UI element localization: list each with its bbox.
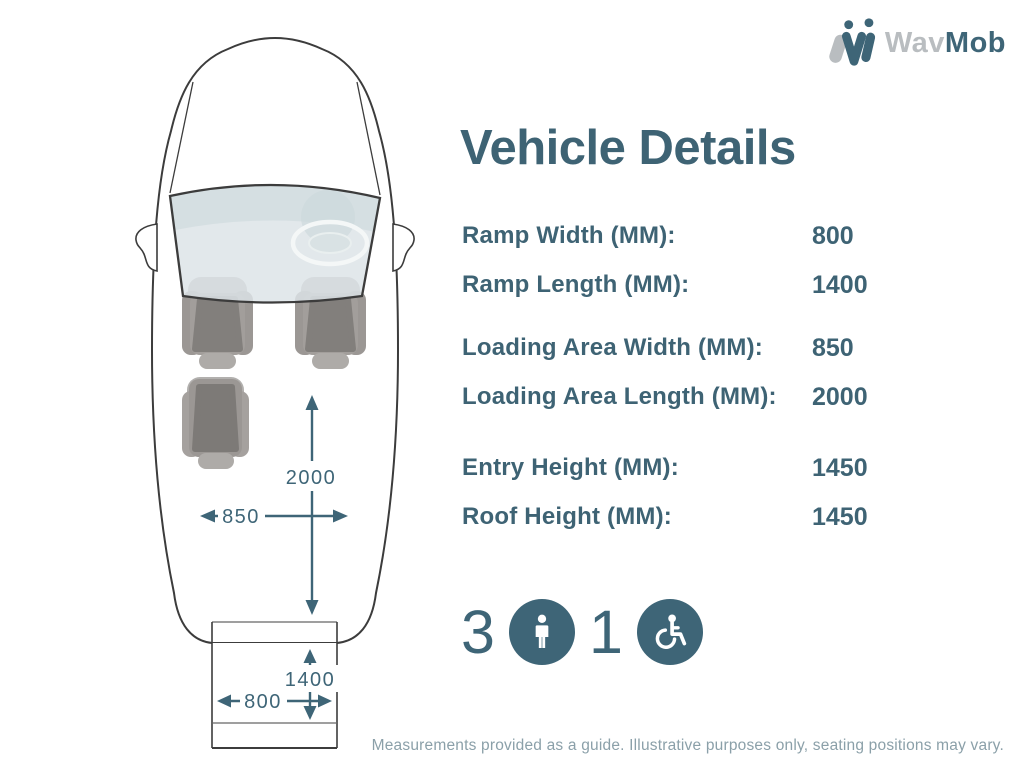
spec-value: 1450 (812, 453, 868, 482)
spec-group-loading-area: Loading Area Width (MM): 850 Loading Are… (462, 333, 890, 431)
loading-length-label: 2000 (286, 467, 337, 489)
logo-text-wav: Wav (884, 26, 945, 59)
seat-rear-left (182, 377, 249, 469)
ramp-length-label: 1400 (285, 669, 336, 691)
logo-text-mob: Mob (944, 26, 1006, 59)
side-mirror-right (392, 223, 415, 272)
seated-count: 3 (461, 598, 495, 666)
wavmob-logo-icon (825, 16, 883, 70)
loading-width-label: 850 (222, 506, 260, 528)
capacity-row: 3 1 (461, 599, 717, 665)
spec-row-entry-height: Entry Height (MM): 1450 (462, 453, 890, 483)
spec-value: 2000 (812, 382, 868, 411)
spec-row-roof-height: Roof Height (MM): 1450 (462, 502, 890, 532)
wavmob-logo-text: WavMob (884, 26, 1006, 59)
dimension-loading-length: 2000 (280, 395, 343, 615)
spec-label: Ramp Width (MM): (462, 222, 676, 249)
vehicle-top-view-diagram: 2000 850 1400 800 (130, 25, 430, 770)
person-icon (508, 599, 575, 665)
spec-label: Roof Height (MM): (462, 503, 673, 530)
spec-label: Loading Area Length (MM): (462, 383, 777, 410)
spec-label: Loading Area Width (MM): (462, 334, 763, 361)
ramp-width-label: 800 (244, 691, 282, 713)
spec-label: Ramp Length (MM): (462, 271, 690, 298)
spec-value: 1400 (812, 270, 868, 299)
spec-value: 1450 (812, 502, 868, 531)
wheelchair-count: 1 (588, 598, 623, 666)
spec-value: 800 (812, 221, 854, 250)
spec-row-ramp-width: Ramp Width (MM): 800 (462, 221, 890, 251)
spec-group-heights: Entry Height (MM): 1450 Roof Height (MM)… (462, 453, 890, 551)
page-title: Vehicle Details (460, 121, 796, 175)
spec-row-loading-width: Loading Area Width (MM): 850 (462, 333, 890, 363)
spec-group-ramp: Ramp Width (MM): 800 Ramp Length (MM): 1… (462, 221, 890, 319)
side-mirror-left (135, 223, 158, 272)
spec-row-loading-length: Loading Area Length (MM): 2000 (462, 382, 890, 412)
spec-value: 850 (812, 333, 854, 362)
hood-lines (169, 81, 381, 196)
windshield (168, 183, 382, 304)
disclaimer-text: Measurements provided as a guide. Illust… (371, 737, 1004, 754)
wavmob-logo: WavMob (825, 16, 1006, 70)
dimension-ramp-length: 1400 (281, 649, 340, 720)
dimension-loading-width: 850 (200, 502, 348, 530)
spec-label: Entry Height (MM): (462, 454, 679, 481)
wheelchair-icon (636, 599, 703, 665)
dimension-ramp-width: 800 (217, 687, 332, 714)
steering-wheel-icon (290, 190, 370, 267)
spec-row-ramp-length: Ramp Length (MM): 1400 (462, 270, 890, 300)
